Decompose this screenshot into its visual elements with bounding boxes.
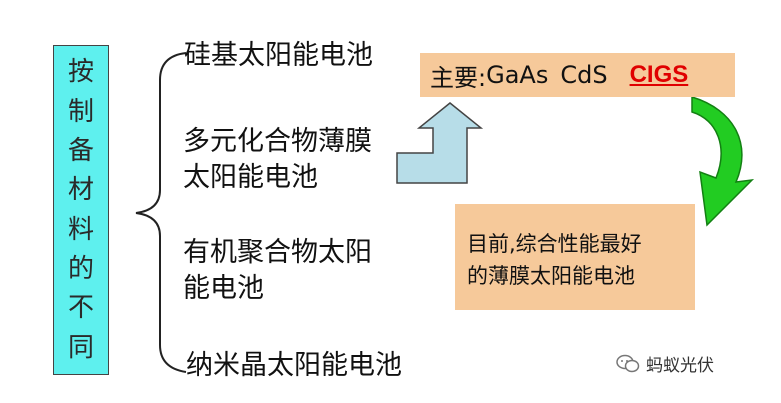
vertical-char: 材 bbox=[67, 175, 94, 206]
material-cigs-highlight: CIGS bbox=[629, 61, 689, 88]
vertical-char: 制 bbox=[67, 96, 94, 127]
item-line: 硅基太阳能电池 bbox=[184, 40, 373, 71]
wechat-icon bbox=[616, 354, 640, 372]
vertical-char: 同 bbox=[67, 332, 94, 363]
vertical-char: 按 bbox=[67, 57, 94, 88]
vertical-char: 料 bbox=[67, 214, 94, 245]
item-line: 能电池 bbox=[183, 273, 264, 304]
item-line: 有机聚合物太阳 bbox=[183, 237, 372, 268]
item-compound-thin-film: 多元化合物薄膜 太阳能电池 bbox=[183, 124, 372, 196]
item-line: 多元化合物薄膜 bbox=[183, 126, 372, 157]
item-silicon: 硅基太阳能电池 bbox=[184, 38, 373, 74]
vertical-char: 的 bbox=[67, 253, 94, 284]
curved-arrow bbox=[691, 95, 755, 227]
item-organic-polymer: 有机聚合物太阳 能电池 bbox=[183, 235, 372, 307]
watermark-text: 蚂蚁光伏 bbox=[646, 356, 714, 376]
callout-line: 目前,综合性能最好 bbox=[467, 232, 642, 256]
best-performance-box: 目前,综合性能最好 的薄膜太阳能电池 bbox=[455, 204, 695, 310]
curly-brace bbox=[135, 52, 187, 373]
main-label: 主要: bbox=[430, 63, 487, 92]
watermark: 蚂蚁光伏 bbox=[616, 351, 714, 376]
vertical-category-box: 按 制 备 材 料 的 不 同 bbox=[53, 45, 109, 375]
item-line: 太阳能电池 bbox=[183, 162, 318, 193]
vertical-char: 不 bbox=[67, 293, 94, 324]
callout-line: 的薄膜太阳能电池 bbox=[467, 264, 635, 288]
main-materials-box: 主要: GaAs CdS CIGS bbox=[420, 53, 735, 97]
item-nanocrystal: 纳米晶太阳能电池 bbox=[186, 348, 402, 384]
item-line: 纳米晶太阳能电池 bbox=[186, 350, 402, 381]
vertical-char: 备 bbox=[67, 135, 94, 166]
material-gaas: GaAs bbox=[486, 61, 549, 89]
material-cds: CdS bbox=[560, 61, 608, 89]
up-arrow bbox=[396, 102, 484, 184]
